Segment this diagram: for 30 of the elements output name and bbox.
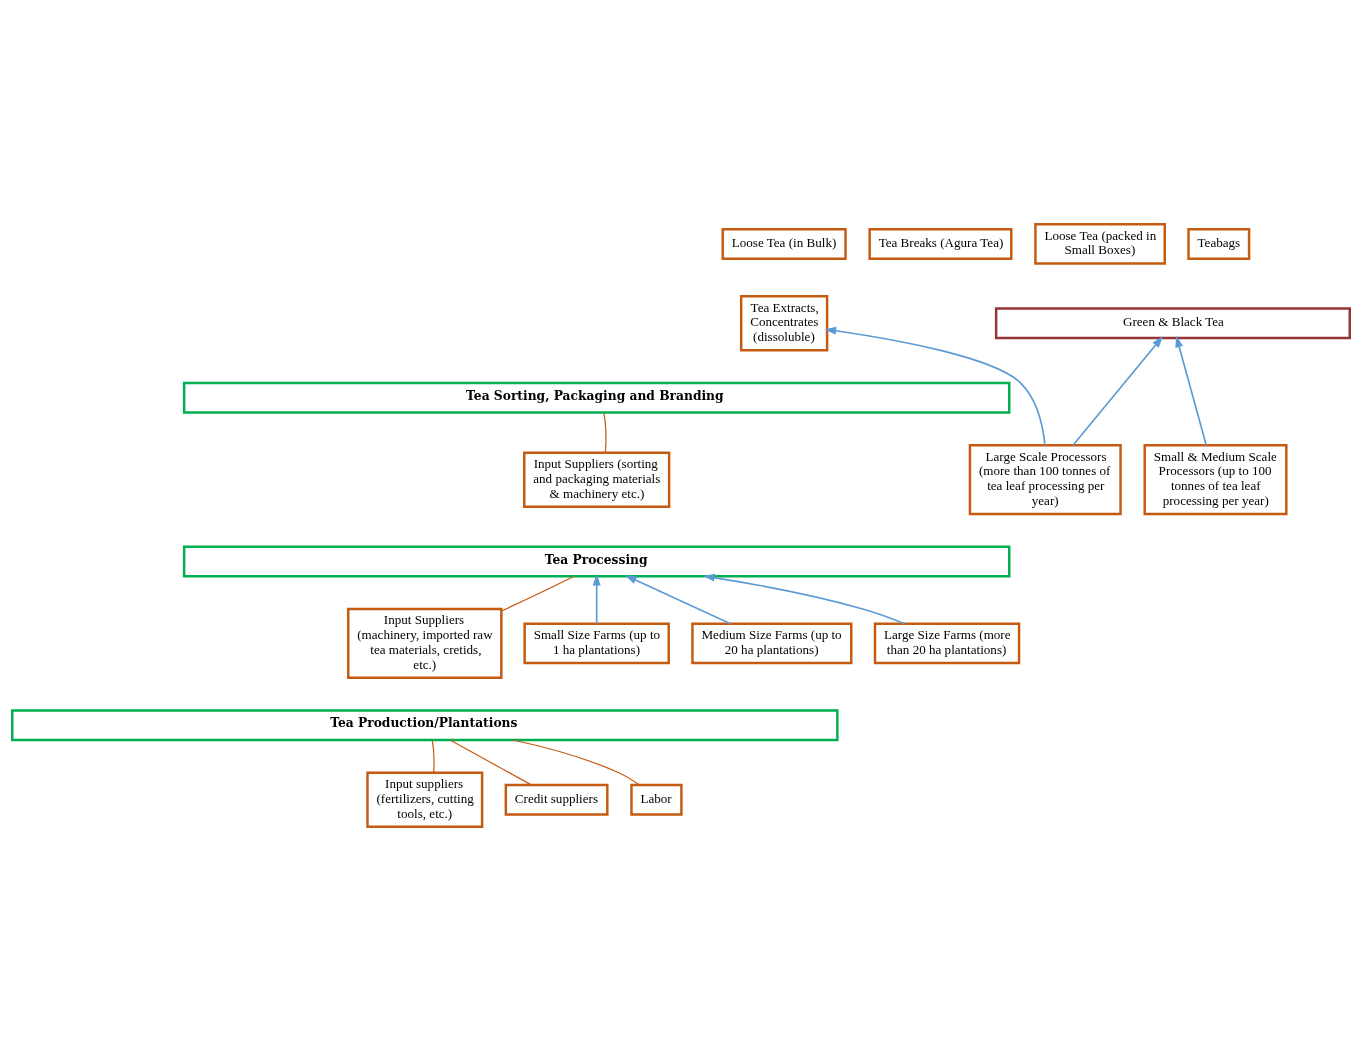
node-box: Tea Production/Plantations [11,709,839,742]
node-box: Tea Processing [182,545,1011,578]
connector [500,575,575,612]
node-box: Input suppliers (fertilizers, cutting tools, etc.) [366,771,484,828]
connector [603,411,607,454]
node-box: Medium Size Farms (up to 20 ha plantations) [691,622,853,665]
connector [431,739,435,774]
node-box: Input Suppliers (machinery, imported raw tea materials, cretids, etc.) [347,607,503,679]
node-box: Large Scale Processors (more than 100 tonnes of tea leaf processing per year) [968,444,1122,516]
arrow [1072,336,1163,447]
node-box: Green & Black Tea [994,307,1351,340]
node-box: Labor [630,783,683,816]
node-box: Tea Sorting, Packaging and Branding [182,381,1011,414]
node-box: Teabags [1187,227,1251,260]
node-box: Tea Breaks (Agura Tea) [868,227,1013,260]
arrow [625,575,732,625]
connector [449,739,532,786]
node-box: Large Size Farms (more than 20 ha plantations) [873,622,1021,665]
node-box: Tea Extracts, Concentrates (dissoluble) [739,295,829,352]
node-box: Small Size Farms (up to 1 ha plantations) [523,622,670,665]
node-box: Credit suppliers [504,783,609,816]
arrow [703,573,906,625]
node-box: Small & Medium Scale Processors (up to 100 tonnes of tea leaf processing per year) [1143,444,1288,516]
node-box: Input Suppliers (sorting and packaging materials & machinery etc.) [523,451,671,508]
arrow [1175,335,1208,447]
arrow [824,326,1046,446]
node-box: Loose Tea (packed in Small Boxes) [1034,223,1166,265]
connector [512,739,640,786]
node-box: Loose Tea (in Bulk) [721,227,847,260]
arrow [592,573,601,625]
